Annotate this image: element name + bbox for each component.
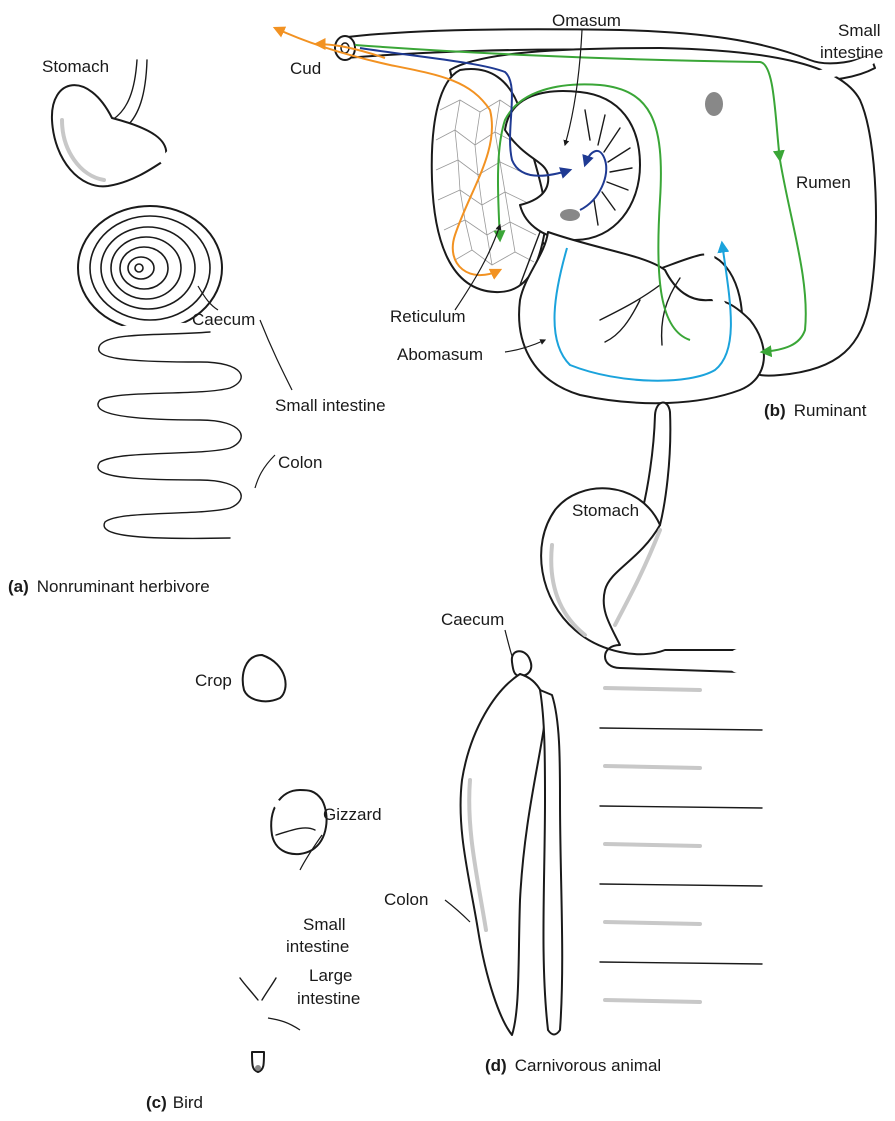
panel-a-nonruminant-herbivore: Stomach Caecum Small intestine Colon (a)… — [8, 57, 386, 596]
panel-a-tag: (a) — [8, 577, 29, 596]
svg-text:(a)Nonruminant herbivore: (a) Nonruminant herbivore — [8, 577, 210, 596]
panel-d-caption: Carnivorous animal — [515, 1056, 661, 1075]
label-large-intestine-c-1: Large — [309, 966, 352, 985]
panel-c-bird: Crop Gizzard Small intestine Large intes… — [146, 630, 382, 1112]
esophagus-a — [112, 60, 137, 120]
panel-c-caption: Bird — [173, 1093, 203, 1112]
label-rumen: Rumen — [796, 173, 851, 192]
caecum-d — [512, 651, 531, 676]
label-caecum-a: Caecum — [192, 310, 255, 329]
label-stomach-d: Stomach — [572, 501, 639, 520]
label-caecum-d: Caecum — [441, 610, 504, 629]
panel-d-carnivorous-animal: Stomach Caecum Colon (d) Carnivorous anim… — [384, 403, 777, 1075]
label-cud: Cud — [290, 59, 321, 78]
panel-b-caption: Ruminant — [794, 401, 867, 420]
label-small-intestine-c-2: intestine — [286, 937, 349, 956]
label-colon-d: Colon — [384, 890, 428, 909]
panel-b-ruminant: Cud Omasum Small intestine Rumen Reticul… — [275, 11, 883, 420]
label-gizzard: Gizzard — [323, 805, 382, 824]
label-small-intestine-c-1: Small — [303, 915, 346, 934]
panel-d-tag: (d) — [485, 1056, 507, 1075]
svg-text:(c)Bird: (c) Bird — [146, 1093, 203, 1112]
label-small-intestine-a: Small intestine — [275, 396, 386, 415]
label-colon-a: Colon — [278, 453, 322, 472]
stomach-a — [52, 85, 166, 186]
label-small-intestine-b-1: Small — [838, 21, 881, 40]
svg-text:(d)Carnivorous animal: (d) Carnivorous animal — [485, 1056, 661, 1075]
gizzard — [271, 790, 326, 854]
label-crop: Crop — [195, 671, 232, 690]
panel-c-tag: (c) — [146, 1093, 167, 1112]
panel-a-caption: Nonruminant herbivore — [37, 577, 210, 596]
panel-b-tag: (b) — [764, 401, 786, 420]
label-small-intestine-b-2: intestine — [820, 43, 883, 62]
svg-text:(b)Ruminant: (b) Ruminant — [764, 401, 867, 420]
label-stomach-a: Stomach — [42, 57, 109, 76]
label-abomasum: Abomasum — [397, 345, 483, 364]
label-omasum: Omasum — [552, 11, 621, 30]
label-large-intestine-c-2: intestine — [297, 989, 360, 1008]
label-reticulum: Reticulum — [390, 307, 466, 326]
